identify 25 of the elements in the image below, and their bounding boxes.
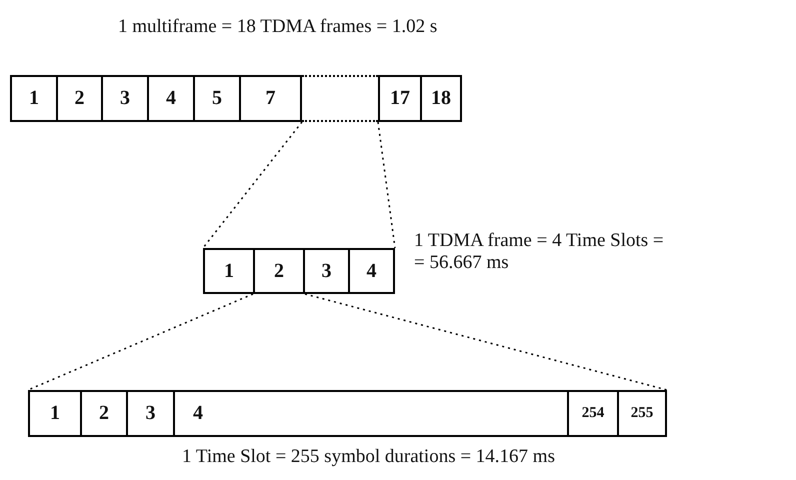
frame-cell: 4 — [173, 390, 223, 437]
expansion-line — [304, 293, 668, 391]
frame-cell: 2 — [80, 390, 128, 437]
expansion-line — [28, 293, 254, 391]
frame-cell: 7 — [239, 75, 302, 122]
frame-cell: 2 — [253, 248, 305, 294]
frame-cell: 18 — [420, 75, 462, 122]
frame-cell: 5 — [193, 75, 241, 122]
frame-cell: 3 — [101, 75, 149, 122]
frame-cell: 4 — [147, 75, 195, 122]
frame-cell: 1 — [203, 248, 255, 294]
frame-cell: 255 — [617, 390, 667, 437]
slot-caption: 1 Time Slot = 255 symbol durations = 14.167 ms — [182, 446, 556, 468]
frame-cell: 4 — [348, 248, 395, 294]
expansion-line — [377, 122, 396, 248]
expansion-line — [202, 122, 303, 248]
multiframe-caption: 1 multiframe = 18 TDMA frames = 1.02 s — [118, 16, 438, 38]
frame-cell: 3 — [126, 390, 175, 437]
frame-cell: 17 — [378, 75, 422, 122]
frame-cell: 3 — [303, 248, 350, 294]
frame-cell: 1 — [28, 390, 82, 437]
frame-cell: 2 — [56, 75, 103, 122]
frame-caption: 1 TDMA frame = 4 Time Slots = = 56.667 ms — [414, 230, 665, 274]
frame-cell: 254 — [567, 390, 619, 437]
frame-cell: 1 — [10, 75, 58, 122]
